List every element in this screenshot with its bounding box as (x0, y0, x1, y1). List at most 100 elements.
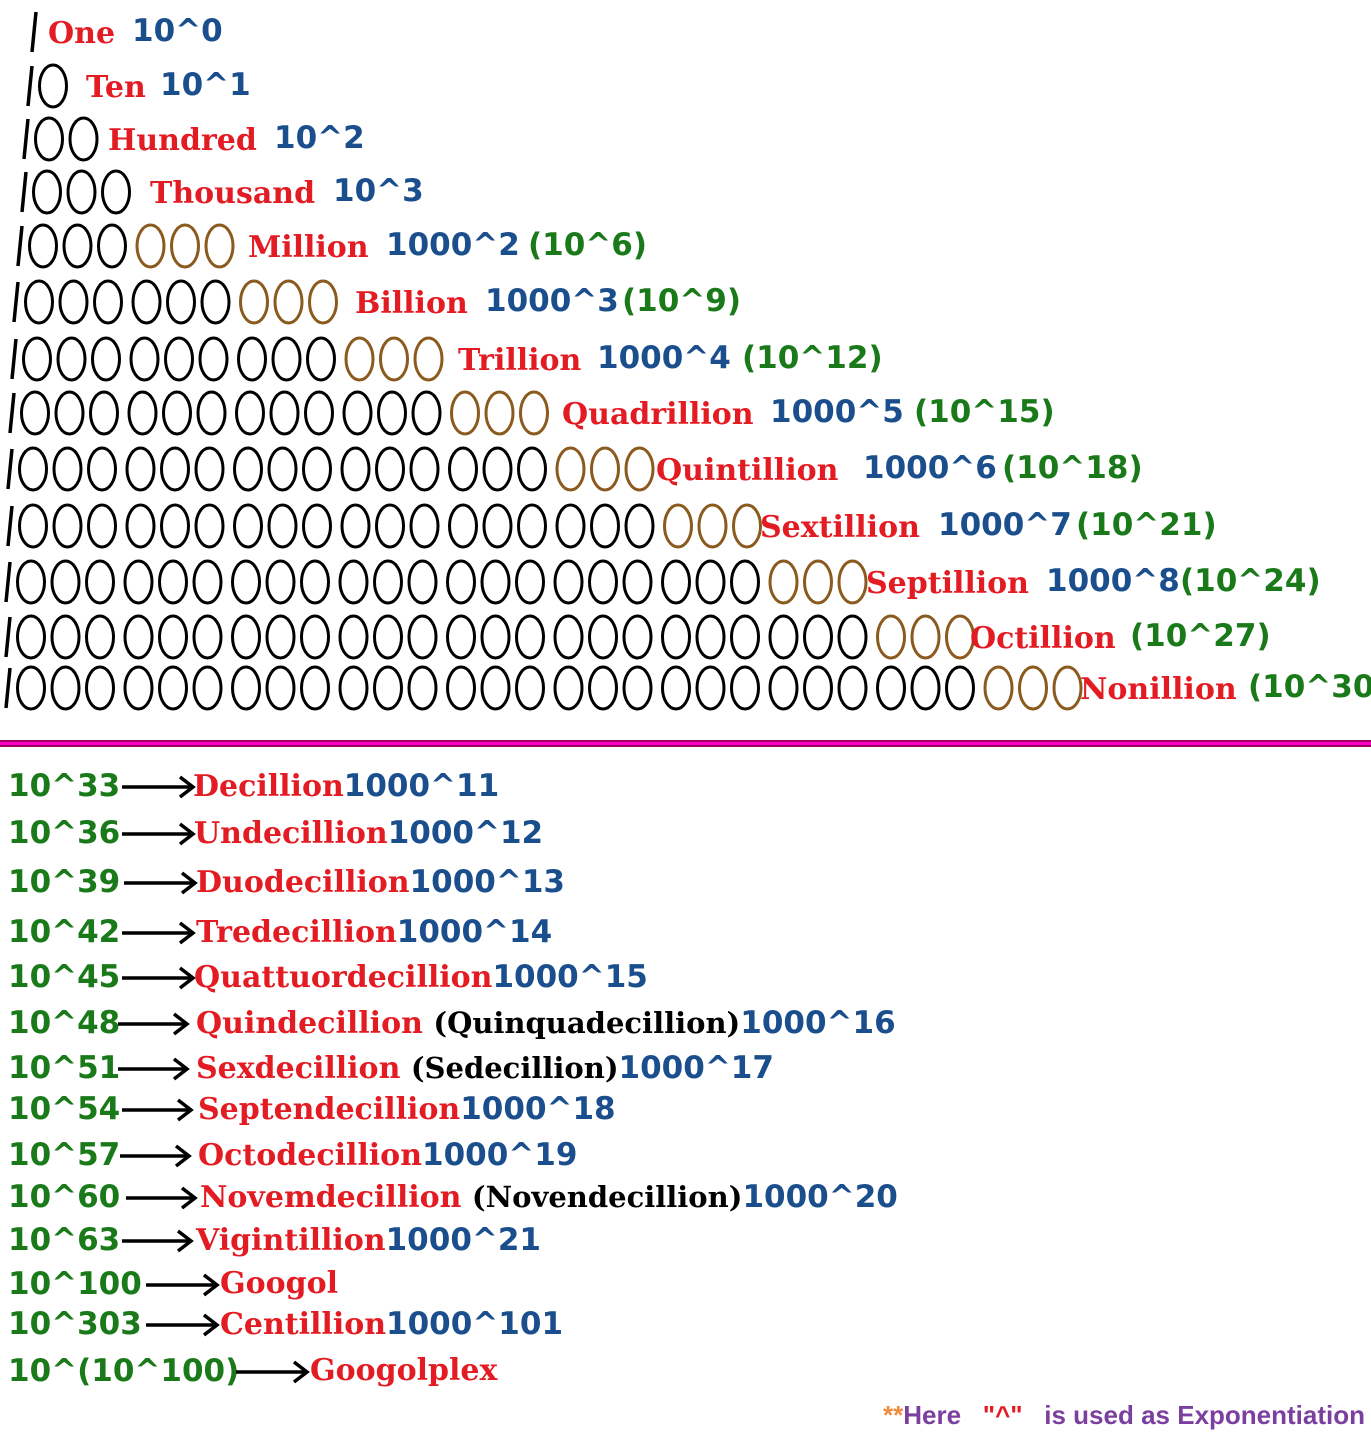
digit-zero (233, 446, 263, 492)
number-row: Nonillion(10^30) (0, 664, 1371, 724)
digit-zero (480, 614, 511, 660)
scientific-notation: (10^6) (528, 227, 648, 263)
sci-value: 10^24 (1194, 563, 1307, 599)
number-name: Septendecillion1000^18 (198, 1091, 616, 1127)
digits-graphic (10, 336, 444, 382)
digit-zero (342, 390, 373, 436)
arrow-icon (146, 1273, 220, 1297)
digit-zero (338, 614, 369, 660)
power-notation: 1000^101 (386, 1306, 564, 1342)
number-name: Thousand (150, 176, 316, 211)
digit-zero (198, 336, 229, 382)
digit-zero (52, 446, 83, 492)
digit-zero (695, 614, 726, 660)
digit-one (4, 667, 12, 709)
digits-graphic (4, 665, 1083, 711)
arrow-icon (122, 1229, 194, 1253)
scientific-notation: 10^48 (8, 1005, 121, 1041)
digit-zero (32, 169, 62, 215)
power-notation: 1000^11 (343, 768, 500, 804)
digit-zero (375, 446, 405, 492)
scientific-notation: (10^30) (1248, 669, 1371, 705)
arrow-icon (118, 1012, 190, 1036)
digit-zero (730, 614, 760, 660)
sci-value: 10^6 (542, 227, 633, 263)
digit-zero (56, 336, 87, 382)
digit-zero-highlight (945, 614, 975, 660)
digit-zero (87, 503, 117, 549)
digit-zero (269, 390, 300, 436)
power-notation: 1000^18 (460, 1091, 616, 1127)
arrow-icon (124, 871, 198, 895)
digit-zero (158, 665, 188, 711)
digit-zero-highlight (803, 559, 833, 605)
digit-zero (16, 665, 46, 711)
scientific-notation: 10^100 (8, 1266, 142, 1302)
digit-zero-highlight (837, 559, 868, 605)
digit-zero (448, 446, 478, 492)
digit-zero-highlight (204, 223, 235, 269)
alternate-name: (Sedecillion) (410, 1051, 619, 1085)
number-name: Trillion (458, 343, 582, 378)
digit-zero (127, 390, 158, 436)
name-text: Novemdecillion (200, 1180, 462, 1215)
name-text: Googolplex (310, 1353, 498, 1388)
alternate-name: (Quinquadecillion) (433, 1006, 741, 1040)
name-text: Vigintillion (196, 1223, 386, 1258)
digit-one (22, 118, 30, 160)
digit-zero-highlight (239, 279, 269, 325)
sci-value: 10^18 (1016, 450, 1129, 486)
footnote-symbol: "^" (982, 1400, 1023, 1430)
digit-zero (411, 390, 442, 436)
digit-zero (553, 614, 584, 660)
digit-zero (377, 390, 407, 436)
digit-zero (68, 116, 99, 162)
arrow-icon (122, 921, 196, 945)
scientific-notation: 10^36 (8, 815, 121, 851)
digit-zero (590, 503, 620, 549)
power-notation: 1000^6 (863, 450, 997, 486)
scientific-notation: 10^63 (8, 1222, 121, 1258)
digit-zero (58, 279, 89, 325)
arrow-icon (146, 1313, 220, 1337)
digit-zero (306, 336, 336, 382)
digit-zero (66, 169, 97, 215)
digit-zero (87, 446, 117, 492)
digits-graphic (6, 503, 762, 549)
digit-one (30, 11, 38, 53)
digit-zero (237, 336, 267, 382)
arrow-icon (122, 1098, 194, 1122)
number-name: Sexdecillion (Sedecillion)1000^17 (196, 1050, 774, 1086)
digit-zero (265, 665, 296, 711)
arrow-icon (122, 966, 196, 990)
power-notation: 1000^12 (387, 815, 544, 851)
digit-zero (50, 614, 81, 660)
number-name: Quattuordecillion1000^15 (194, 959, 648, 995)
digit-zero (50, 559, 81, 605)
digit-zero-highlight (484, 390, 515, 436)
digit-zero (302, 446, 332, 492)
power-notation: 1000^19 (422, 1137, 578, 1173)
digit-zero (553, 665, 584, 711)
digit-zero (194, 446, 225, 492)
digit-zero (409, 503, 440, 549)
digit-zero (22, 336, 52, 382)
power-notation: 1000^14 (396, 914, 553, 950)
list-item: 10^36 Undecillion1000^12 (0, 812, 1371, 854)
scientific-notation: 10^33 (8, 768, 121, 804)
number-name: Undecillion1000^12 (194, 815, 543, 851)
digit-zero (409, 446, 440, 492)
scientific-notation: 10^(10^100) (8, 1353, 240, 1389)
digits-graphic (20, 169, 131, 215)
digit-zero (695, 559, 726, 605)
arrow-icon (122, 775, 196, 799)
digit-zero (803, 614, 833, 660)
digit-zero (38, 63, 68, 109)
digit-zero (265, 559, 296, 605)
digit-zero (910, 665, 941, 711)
